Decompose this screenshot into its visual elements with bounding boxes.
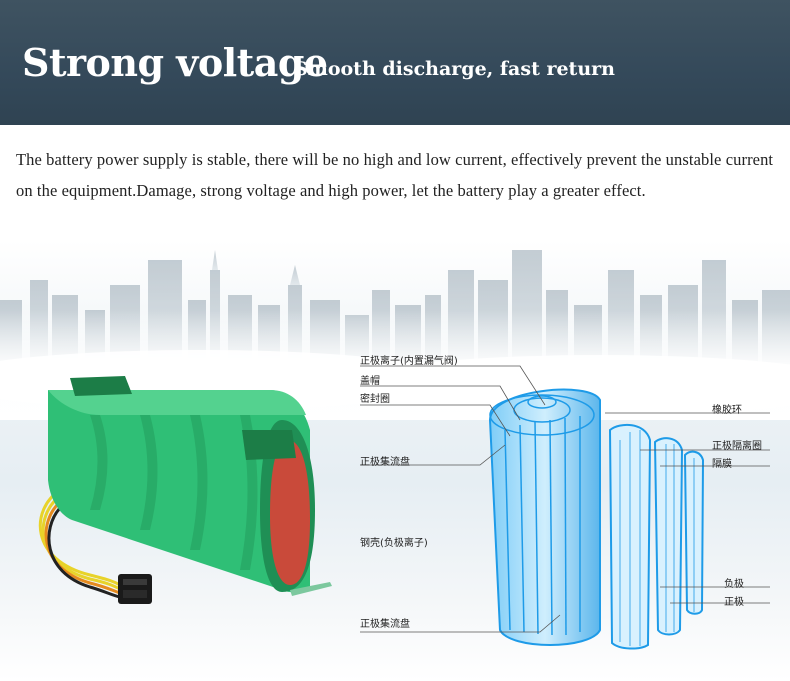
label-positive: 正极 <box>724 597 744 608</box>
label-positive-separator-ring: 正极隔离圈 <box>712 441 762 452</box>
battery-cell-cross-section-diagram <box>488 388 705 650</box>
banner-title: Strong voltage <box>22 40 328 85</box>
label-rubber-ring: 橡胶环 <box>712 405 742 416</box>
label-negative: 负极 <box>724 579 744 590</box>
battery-wires <box>38 488 121 599</box>
label-cap: 盖帽 <box>360 376 380 387</box>
battery-pack-image <box>38 376 332 604</box>
battery-connector <box>118 574 152 604</box>
label-positive-collector-bottom: 正极集流盘 <box>360 619 410 630</box>
product-scene: 正极离子(内置漏气阀) 盖帽 密封圈 正极集流盘 橡胶环 正极隔离圈 隔膜 钢壳… <box>0 240 790 681</box>
label-separator: 隔膜 <box>712 459 732 470</box>
description-text: The battery power supply is stable, ther… <box>16 150 774 200</box>
label-positive-ion-cap: 正极离子(内置漏气阀) <box>360 356 458 367</box>
banner-subtitle: Smooth discharge, fast return <box>294 58 615 80</box>
diagram-leader-lines <box>360 365 770 633</box>
header-banner: Strong voltage Smooth discharge, fast re… <box>0 0 790 125</box>
label-positive-collector-top: 正极集流盘 <box>360 457 410 468</box>
label-steel-shell: 钢壳(负极离子) <box>360 538 428 549</box>
label-seal-ring: 密封圈 <box>360 394 390 405</box>
